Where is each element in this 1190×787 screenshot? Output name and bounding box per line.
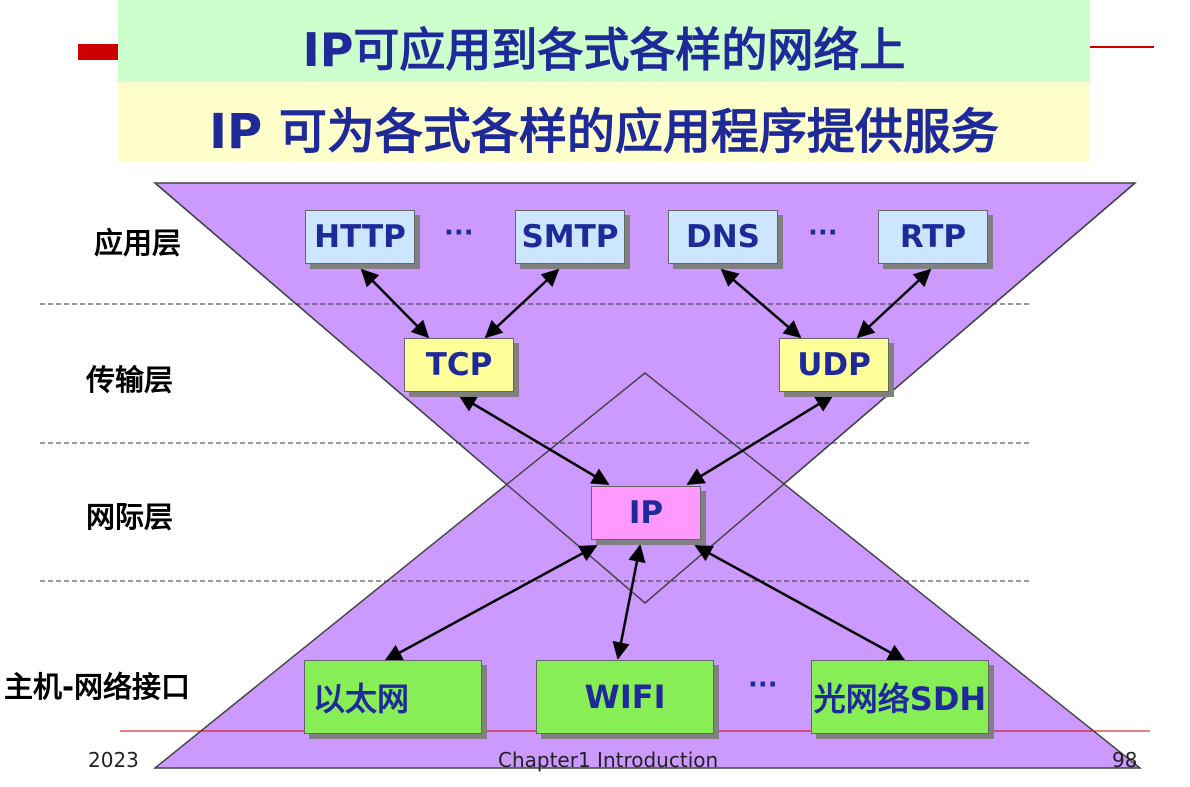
protocol-box-ip: IP (591, 486, 701, 540)
ellipsis-network: ··· (748, 670, 778, 700)
arrow-http-tcp (360, 268, 430, 339)
footer-page-number: 98 (1112, 748, 1138, 772)
protocol-box-tcp: TCP (404, 338, 514, 392)
layer-label-host-network: 主机-网络接口 (4, 670, 191, 704)
protocol-box-http: HTTP (305, 210, 415, 264)
arrow-dns-udp (720, 268, 802, 339)
arrow-tcp-ip (458, 394, 610, 486)
footer-year: 2023 (88, 748, 139, 772)
title-accent-line (1090, 46, 1154, 48)
protocol-box-smtp: SMTP (515, 210, 625, 264)
layer-label-transport: 传输层 (86, 363, 174, 397)
arrow-ip-wifi (612, 544, 646, 660)
interface-box-wifi: WIFI (536, 660, 714, 734)
protocol-box-rtp: RTP (878, 210, 988, 264)
subtitle-band: IP 可为各式各样的应用程序提供服务 (118, 82, 1090, 162)
slide-title: IP可应用到各式各样的网络上 (302, 23, 906, 77)
slide-subtitle: IP 可为各式各样的应用程序提供服务 (209, 104, 999, 160)
arrow-ip-ethernet (384, 544, 598, 662)
title-band: IP可应用到各式各样的网络上 (118, 0, 1090, 82)
layer-label-internet: 网际层 (86, 500, 174, 534)
ellipsis-app-left: ··· (444, 218, 474, 248)
footer-chapter: Chapter1 Introduction (498, 748, 719, 772)
arrow-ip-sdh (694, 544, 906, 662)
interface-box-ethernet: 以太网 (304, 660, 482, 734)
protocol-box-dns: DNS (668, 210, 778, 264)
layer-label-application: 应用层 (94, 226, 182, 260)
interface-box-sdh: 光网络SDH (811, 660, 989, 734)
arrow-udp-ip (686, 394, 834, 486)
arrow-smtp-tcp (484, 268, 560, 339)
protocol-box-udp: UDP (779, 338, 889, 392)
arrow-rtp-udp (856, 268, 932, 339)
ellipsis-app-right: ··· (808, 218, 838, 248)
title-accent-bar (78, 44, 120, 60)
